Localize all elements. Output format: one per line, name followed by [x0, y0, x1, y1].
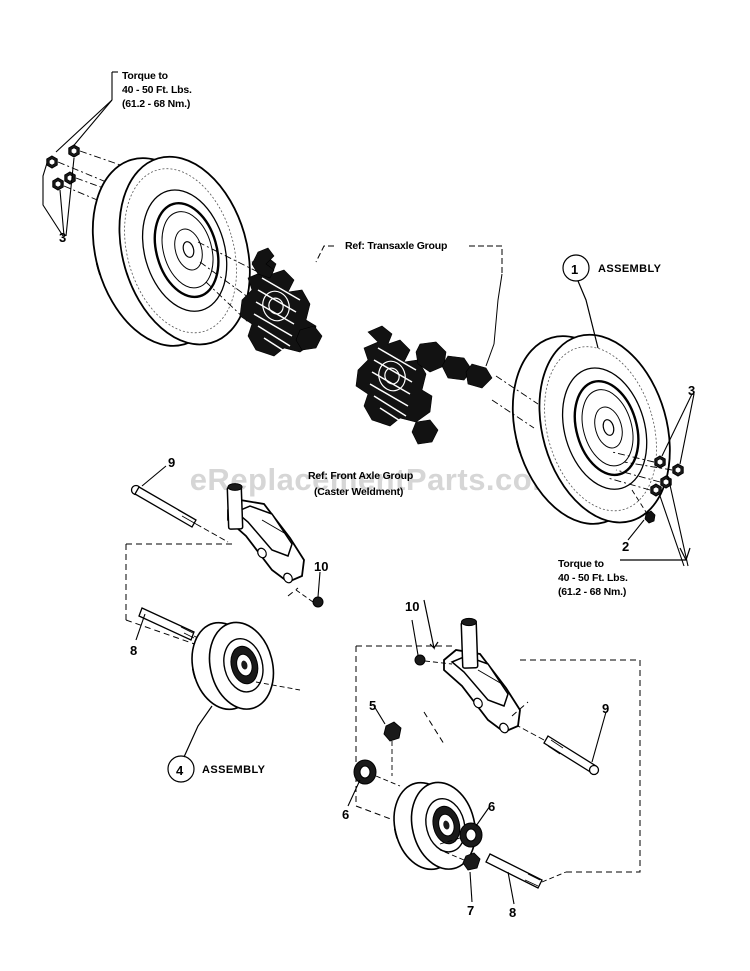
grease-fitting — [439, 849, 481, 903]
valve-stem — [627, 489, 656, 541]
transaxle-unit-left — [239, 247, 323, 357]
ref-caster-weldment: (Caster Weldment) — [314, 486, 404, 498]
ref-front-axle-group: Ref: Front Axle Group — [308, 470, 414, 482]
callout-8-left: 8 — [130, 643, 138, 658]
callout-3-left: 3 — [59, 230, 67, 245]
assembly-1-label: ASSEMBLY — [598, 263, 662, 275]
caster-wheel-left — [182, 614, 283, 717]
assembly-1-number: 1 — [571, 262, 579, 277]
callout-8-right: 8 — [509, 905, 517, 920]
transaxle-unit-right — [355, 325, 493, 445]
caster-bolt-right — [517, 711, 607, 776]
transaxle-ref-leader — [315, 245, 503, 367]
rear-tire-left — [70, 140, 272, 363]
torque-leader-bottom — [620, 547, 691, 561]
callout-10-left: 10 — [314, 559, 329, 574]
assembly-4-number: 4 — [176, 763, 184, 778]
lugnut-group-right — [607, 393, 695, 567]
torque-leader-top — [55, 71, 118, 153]
assembly-1-leader — [562, 254, 599, 349]
caster-nut-left — [295, 571, 324, 608]
spacer-part — [373, 705, 402, 776]
callout-10-right: 10 — [405, 599, 420, 614]
assembly-4-label: ASSEMBLY — [202, 764, 266, 776]
callout-3-right: 3 — [688, 383, 696, 398]
ref-transaxle-group: Ref: Transaxle Group — [345, 240, 448, 252]
callout-2-valve-stem: 2 — [622, 539, 630, 554]
hub-leaders-right — [491, 375, 539, 429]
assembly-4-leader — [167, 705, 213, 783]
callout-7-grease-fitting: 7 — [467, 903, 475, 918]
caster-nut-right — [411, 619, 453, 666]
callout-9-left: 9 — [168, 455, 176, 470]
callout-6-left: 6 — [342, 807, 350, 822]
caster-axle-right — [485, 853, 567, 905]
bearing-left — [347, 759, 401, 807]
caster-assembly-left — [125, 465, 324, 783]
callout-5-spacer: 5 — [369, 698, 377, 713]
bearing-right — [439, 805, 491, 848]
caster-assembly-right — [347, 599, 641, 905]
callout-9-right: 9 — [602, 701, 610, 716]
caster-weldment-right — [443, 617, 521, 734]
callout-6-right: 6 — [488, 799, 496, 814]
rear-tire-right — [490, 318, 692, 541]
caster-bolt-left — [130, 465, 229, 543]
caster-weldment-left — [226, 483, 305, 584]
